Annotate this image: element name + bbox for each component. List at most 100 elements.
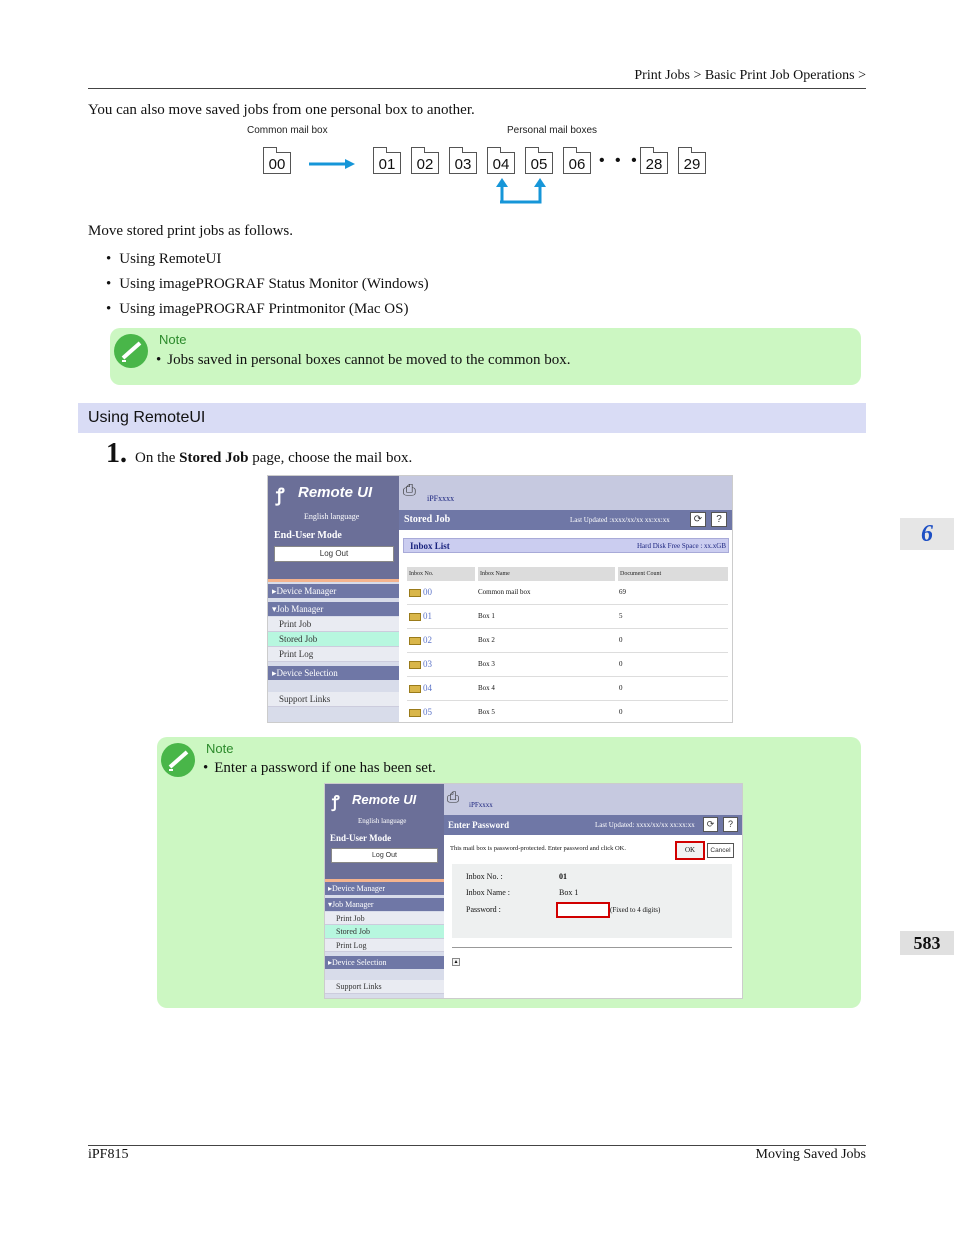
refresh-icon[interactable]: ⟳ [690, 512, 706, 527]
table-row[interactable]: 03 Box 3 0 [407, 653, 728, 677]
method-item: Using imagePROGRAF Status Monitor (Windo… [106, 276, 428, 293]
logout-button[interactable]: Log Out [331, 848, 438, 863]
menu-job-manager[interactable]: ▾Job Manager [268, 602, 399, 616]
col-inbox-name: Inbox Name [478, 567, 615, 581]
note-text: Jobs saved in personal boxes cannot be m… [156, 352, 570, 369]
table-row[interactable]: 00 Common mail box 69 [407, 581, 728, 605]
mailbox-03: 03 [449, 147, 477, 174]
menu-print-job[interactable]: Print Job [325, 912, 444, 925]
mailbox-00: 00 [263, 147, 291, 174]
step-text-suffix: page, choose the mail box. [248, 450, 413, 466]
password-field[interactable] [556, 902, 610, 918]
mailbox-29: 29 [678, 147, 706, 174]
step-text: On the Stored Job page, choose the mail … [135, 450, 412, 467]
inbox-number[interactable]: 03 [423, 659, 432, 669]
pencil-note-icon [114, 334, 148, 368]
mailbox-folder-icon [409, 685, 421, 693]
menu-device-selection[interactable]: ▸Device Selection [325, 956, 444, 969]
menu-device-manager[interactable]: ▸Device Manager [325, 882, 444, 895]
table-row[interactable]: 01 Box 1 5 [407, 605, 728, 629]
inbox-number[interactable]: 00 [423, 587, 432, 597]
menu-job-manager-label: Job Manager [276, 604, 324, 614]
printer-icon: ⎙ [403, 482, 416, 499]
page-title: Stored Job [404, 514, 451, 525]
arrow-right-icon [309, 159, 355, 169]
mailbox-folder-icon [409, 661, 421, 669]
document-count: 5 [619, 612, 623, 620]
document-count: 0 [619, 708, 623, 716]
last-updated: Last Updated :xxxx/xx/xx xx:xx:xx [570, 516, 670, 524]
step-number: 1. [106, 438, 127, 469]
scroll-top-icon[interactable]: ▴ [452, 958, 460, 966]
mailbox-06: 06 [563, 147, 591, 174]
personal-mailboxes-caption: Personal mail boxes [507, 125, 598, 136]
mode-label: End-User Mode [274, 530, 342, 541]
note-title: Note [206, 741, 234, 756]
logout-button[interactable]: Log Out [274, 546, 394, 562]
document-count: 0 [619, 636, 623, 644]
mailbox-01: 01 [373, 147, 401, 174]
chapter-tab: 6 [900, 518, 954, 550]
refresh-icon[interactable]: ⟳ [703, 817, 718, 832]
title-bar: Stored Job Last Updated :xxxx/xx/xx xx:x… [399, 510, 732, 530]
inbox-name: Box 3 [478, 660, 495, 668]
footer-section-title: Moving Saved Jobs [755, 1147, 866, 1162]
page-title: Enter Password [448, 820, 510, 830]
language-link[interactable]: English language [304, 512, 360, 521]
mailbox-02: 02 [411, 147, 439, 174]
intro-text: You can also move saved jobs from one pe… [88, 102, 475, 118]
col-inbox-no: Inbox No. [407, 567, 475, 581]
password-label: Password : [466, 905, 501, 914]
menu-stored-job[interactable]: Stored Job [268, 632, 399, 647]
inbox-no-value: 01 [559, 872, 567, 881]
printer-name: iPFxxxx [427, 494, 455, 503]
note-box: Note Enter a password if one has been se… [157, 737, 861, 1008]
menu-stored-job[interactable]: Stored Job [325, 925, 444, 939]
inbox-list-title: Inbox List [410, 541, 450, 551]
menu-support-links[interactable]: Support Links [268, 692, 399, 707]
note-box: Note Jobs saved in personal boxes cannot… [110, 328, 861, 385]
help-button[interactable]: ? [711, 512, 727, 527]
menu-device-selection[interactable]: ▸Device Selection [268, 666, 399, 680]
inbox-name-value: Box 1 [559, 888, 579, 897]
menu-print-log[interactable]: Print Log [325, 939, 444, 952]
menu-print-log[interactable]: Print Log [268, 647, 399, 662]
menu-device-manager[interactable]: ▸Device Manager [268, 584, 399, 598]
top-bar: ⎙ iPFxxxx [444, 784, 742, 815]
cancel-button[interactable]: Cancel [707, 843, 734, 858]
remote-ui-logo-panel: ꝭ Remote UI English language End-User Mo… [268, 476, 399, 579]
remote-ui-logo-icon: ꝭ [276, 485, 285, 505]
locked-folder-icon [409, 613, 421, 621]
note-text: Enter a password if one has been set. [203, 760, 436, 777]
method-item: Using RemoteUI [106, 251, 221, 268]
table-row[interactable]: 05 Box 5 0 [407, 701, 728, 722]
inbox-name: Box 5 [478, 708, 495, 716]
step-text-bold: Stored Job [179, 450, 249, 466]
menu-job-manager-label: Job Manager [332, 900, 374, 909]
menu-print-job[interactable]: Print Job [268, 617, 399, 632]
inbox-number[interactable]: 05 [423, 707, 432, 717]
title-bar: Enter Password Last Updated: xxxx/xx/xx … [444, 815, 742, 835]
ellipsis: • • • [599, 152, 640, 169]
table-row[interactable]: 02 Box 2 0 [407, 629, 728, 653]
remote-ui-logo: Remote UI [298, 484, 373, 501]
top-bar: ⎙ iPFxxxx [399, 476, 732, 510]
inbox-name: Box 2 [478, 636, 495, 644]
table-row[interactable]: 04 Box 4 0 [407, 677, 728, 701]
menu-device-manager-label: Device Manager [276, 586, 337, 596]
menu-job-manager[interactable]: ▾Job Manager [325, 898, 444, 911]
method-item: Using imagePROGRAF Printmonitor (Mac OS) [106, 301, 408, 318]
printer-name: iPFxxxx [469, 801, 493, 809]
inbox-number[interactable]: 04 [423, 683, 432, 693]
menu-support-links[interactable]: Support Links [325, 980, 444, 994]
mailbox-04: 04 [487, 147, 515, 174]
col-document-count: Document Count [618, 567, 728, 581]
language-link[interactable]: English language [358, 817, 407, 825]
footer-rule [88, 1145, 866, 1146]
document-count: 0 [619, 684, 623, 692]
section-header: Using RemoteUI [78, 403, 866, 433]
ok-button[interactable]: OK [675, 841, 705, 860]
inbox-number[interactable]: 01 [423, 611, 432, 621]
help-button[interactable]: ? [723, 817, 738, 832]
inbox-number[interactable]: 02 [423, 635, 432, 645]
